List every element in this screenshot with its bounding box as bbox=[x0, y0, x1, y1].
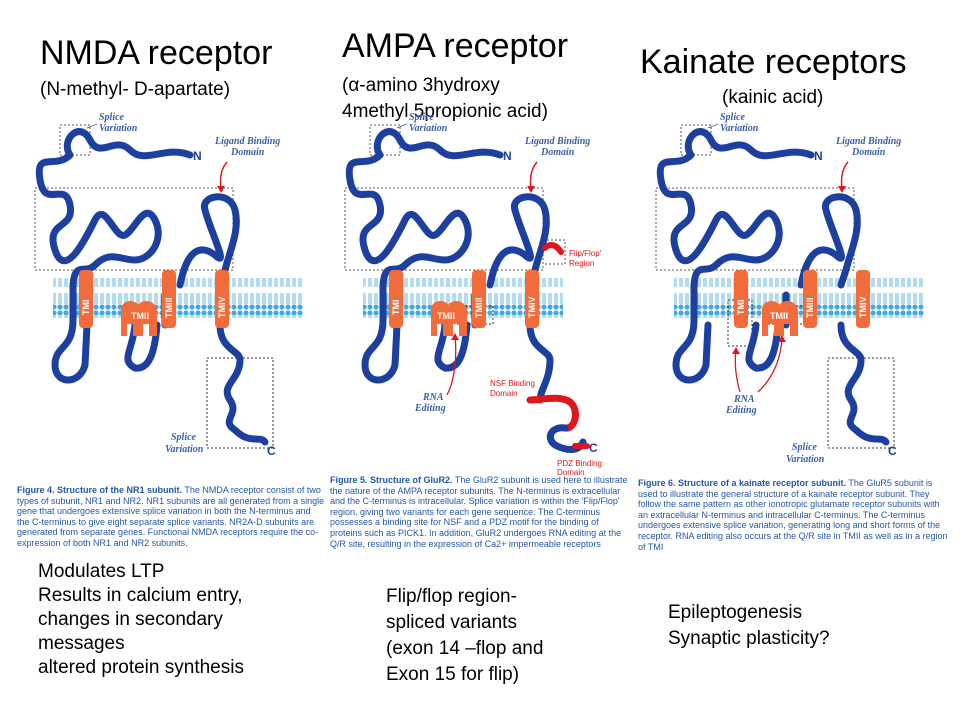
nsf-binding-segment bbox=[526, 394, 579, 432]
rna-editing-label-1: RNA bbox=[733, 394, 755, 405]
tm1-label: TMI bbox=[391, 300, 401, 316]
ligand-label-2: Domain bbox=[540, 147, 575, 158]
tm2-hairpin bbox=[431, 301, 467, 336]
pdz-label-2: Domain bbox=[557, 468, 585, 477]
kainate-caption: Figure 6. Structure of a kainate recepto… bbox=[638, 478, 950, 552]
nmda-note-2: Results in calcium entry, bbox=[38, 585, 243, 606]
tm4-label: TMIV bbox=[858, 297, 868, 319]
splice-bottom-label-2: Variation bbox=[786, 454, 825, 465]
tm3-label: TMIII bbox=[474, 298, 484, 319]
c-terminus-label: C bbox=[589, 441, 598, 455]
tm3-label: TMIII bbox=[805, 298, 815, 319]
kainate-note-2: Synaptic plasticity? bbox=[668, 628, 830, 649]
n-terminus-label: N bbox=[193, 149, 202, 163]
ampa-notes: Flip/flop region- spliced variants (exon… bbox=[386, 584, 543, 688]
nmda-title: NMDA receptor bbox=[40, 34, 273, 72]
splice-bottom-label-2: Variation bbox=[165, 444, 204, 455]
tm1-helix bbox=[79, 270, 93, 328]
nmda-caption-body: The NMDA receptor consist of two types o… bbox=[17, 485, 325, 548]
tm4-helix bbox=[525, 270, 539, 328]
tm1-label: TMI bbox=[736, 300, 746, 316]
ampa-note-4: Exon 15 for flip) bbox=[386, 664, 520, 685]
kainate-caption-body: The GluR5 subunit is used to illustrate … bbox=[638, 478, 948, 552]
ampa-subtitle-line-1: (α-amino 3hydroxy bbox=[342, 75, 500, 96]
nmda-note-5: altered protein synthesis bbox=[38, 657, 244, 678]
nsf-label-2: Domain bbox=[490, 389, 518, 398]
ampa-diagram: TMI TMII TMIII TMIV Splice Variation Lig… bbox=[325, 110, 625, 480]
tm1-helix bbox=[734, 270, 748, 328]
kainate-diagram: TMI TMII TMIII TMIV Splice Variation Lig… bbox=[636, 110, 936, 480]
tm4-helix bbox=[856, 270, 870, 328]
nmda-note-4: messages bbox=[38, 633, 125, 654]
c-terminus-label: C bbox=[888, 444, 897, 458]
ampa-note-3: (exon 14 –flop and bbox=[386, 638, 544, 659]
ampa-caption: Figure 5. Structure of GluR2. The GluR2 … bbox=[330, 475, 632, 549]
ampa-caption-head: Figure 5. Structure of GluR2. bbox=[330, 475, 453, 485]
pdz-label-1: PDZ Binding bbox=[557, 459, 602, 468]
ampa-title: AMPA receptor bbox=[342, 27, 569, 65]
tm3-helix bbox=[162, 270, 176, 328]
flip-flop-label-2: Region bbox=[569, 259, 594, 268]
tm4-label: TMIV bbox=[527, 297, 537, 319]
nsf-label-1: NSF Binding bbox=[490, 379, 535, 388]
tm2-hairpin bbox=[121, 301, 157, 336]
ligand-label-1: Ligand Binding bbox=[835, 136, 901, 147]
tm2-hairpin bbox=[762, 301, 798, 336]
kainate-caption-head: Figure 6. Structure of a kainate recepto… bbox=[638, 478, 847, 488]
ligand-label-2: Domain bbox=[851, 147, 886, 158]
nmda-note-1: Modulates LTP bbox=[38, 561, 165, 582]
tm1-helix bbox=[389, 270, 403, 328]
n-terminus-label: N bbox=[503, 149, 512, 163]
tm3-label: TMIII bbox=[164, 298, 174, 319]
tm1-label: TMI bbox=[81, 300, 91, 316]
splice-top-label-1: Splice bbox=[99, 112, 125, 123]
nmda-notes: Modulates LTP Results in calcium entry, … bbox=[38, 560, 244, 680]
nmda-caption-head: Figure 4. Structure of the NR1 subunit. bbox=[17, 485, 183, 495]
n-terminus-label: N bbox=[814, 149, 823, 163]
nmda-caption: Figure 4. Structure of the NR1 subunit. … bbox=[17, 485, 325, 549]
ampa-caption-body: The GluR2 subunit is used here to illust… bbox=[330, 475, 628, 549]
splice-top-label-2: Variation bbox=[720, 123, 759, 134]
rna-editing-label-2: Editing bbox=[725, 405, 757, 416]
kainate-title: Kainate receptors bbox=[640, 43, 907, 81]
flip-flop-segment bbox=[542, 242, 564, 255]
nmda-diagram: TMI TMII TMIII TMIV Splice Variation Lig… bbox=[15, 110, 315, 480]
kainate-notes: Epileptogenesis Synaptic plasticity? bbox=[668, 600, 830, 652]
ampa-note-1: Flip/flop region- bbox=[386, 586, 517, 607]
tm2-label: TMII bbox=[131, 311, 149, 321]
tm2-label: TMII bbox=[770, 311, 788, 321]
kainate-subtitle: (kainic acid) bbox=[722, 87, 824, 108]
ligand-label-2: Domain bbox=[230, 147, 265, 158]
splice-top-label-2: Variation bbox=[409, 123, 448, 134]
splice-bottom-label-1: Splice bbox=[171, 432, 197, 443]
ligand-label-1: Ligand Binding bbox=[524, 136, 590, 147]
splice-top-label-1: Splice bbox=[409, 112, 435, 123]
c-terminus-label: C bbox=[267, 444, 276, 458]
tm4-label: TMIV bbox=[217, 297, 227, 319]
protein-chain bbox=[345, 128, 554, 404]
rna-editing-label-2: Editing bbox=[414, 403, 446, 414]
kainate-note-1: Epileptogenesis bbox=[668, 602, 803, 623]
tm3-helix bbox=[472, 270, 486, 328]
ampa-subtitle-line-2: 4methyl 5propionic acid) bbox=[342, 101, 548, 122]
ampa-note-2: spliced variants bbox=[386, 612, 517, 633]
nmda-note-3: changes in secondary bbox=[38, 609, 223, 630]
tm3-helix bbox=[803, 270, 817, 328]
rna-editing-label-1: RNA bbox=[422, 392, 444, 403]
splice-top-label-2: Variation bbox=[99, 123, 138, 134]
flip-flop-label-1: Flip/Flop' bbox=[569, 249, 602, 258]
ligand-label-1: Ligand Binding bbox=[214, 136, 280, 147]
tm4-helix bbox=[215, 270, 229, 328]
splice-bottom-label-1: Splice bbox=[792, 442, 818, 453]
splice-top-label-1: Splice bbox=[720, 112, 746, 123]
nmda-subtitle: (N-methyl- D-apartate) bbox=[40, 79, 231, 100]
tm2-label: TMII bbox=[437, 311, 455, 321]
